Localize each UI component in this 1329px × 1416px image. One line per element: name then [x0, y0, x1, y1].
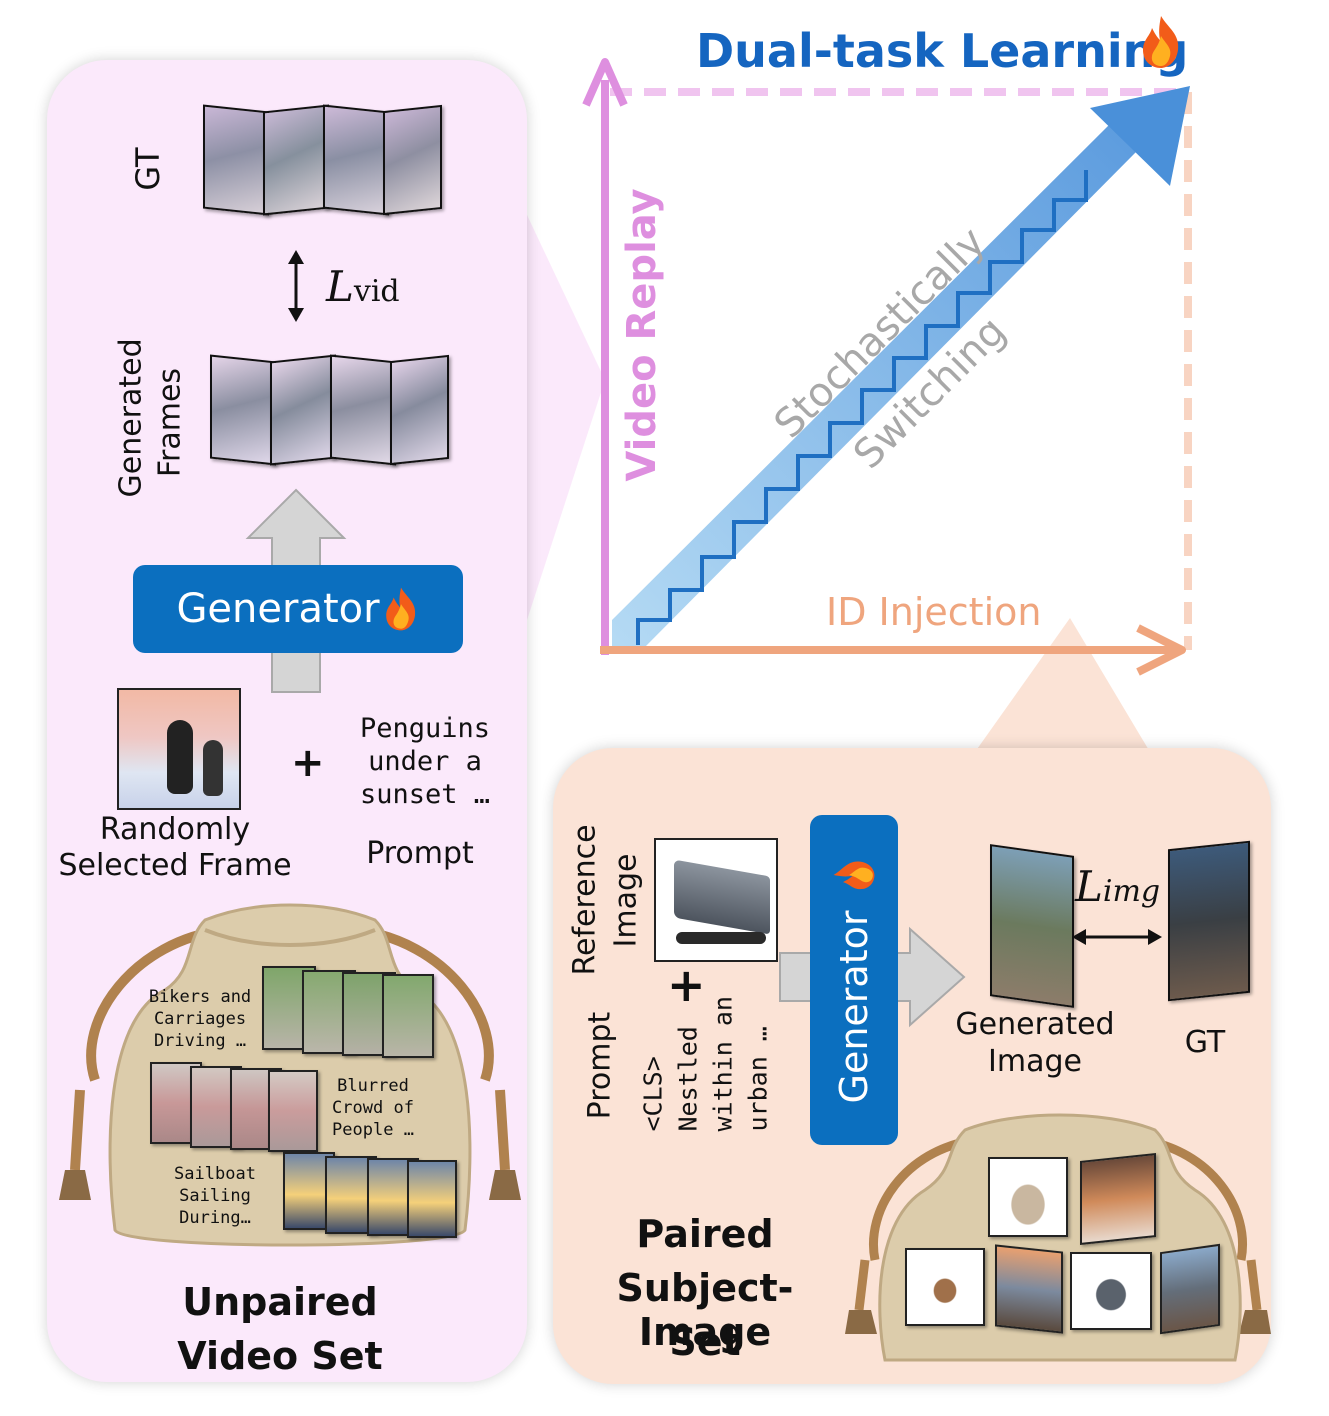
- generator-box-left: Generator: [133, 565, 463, 653]
- train-wheels: [676, 932, 766, 944]
- bag-caption-line: Crowd of: [332, 1098, 414, 1118]
- gt-frame-2: [263, 104, 329, 216]
- right-callout: [975, 618, 1150, 752]
- generated-frames-label-1: Generated: [113, 338, 149, 498]
- bag-caption-3: Sailboat Sailing During…: [160, 1163, 270, 1229]
- diag-arrow-body: [612, 122, 1138, 650]
- generator-label-left: Generator: [176, 586, 380, 632]
- reference-label-2: Image: [608, 853, 644, 948]
- staircase: [636, 170, 1088, 645]
- loss-vid: Lvid: [326, 262, 400, 311]
- bag-table-scene: [995, 1244, 1063, 1334]
- prompt-line: Penguins: [359, 713, 491, 744]
- y-axis-label: Video Replay: [619, 188, 665, 482]
- gen-frame-3: [330, 354, 396, 466]
- set-label-right-2: Subject-Image: [616, 1266, 794, 1354]
- gt-image-right: [1168, 840, 1250, 1002]
- bag-subject-pillow: [988, 1157, 1068, 1237]
- plus-right: +: [667, 958, 706, 1012]
- gt-frame-1: [203, 104, 269, 216]
- train-body: [674, 859, 770, 935]
- loss-img-symbol: L: [1075, 862, 1103, 911]
- loss-img-sub: img: [1102, 874, 1161, 909]
- gen-frame-2: [270, 354, 336, 466]
- generator-box-right: Generator: [810, 815, 898, 1145]
- prompt-caption-left: Prompt: [366, 836, 474, 871]
- generated-frames: [205, 350, 455, 480]
- set-label-right-3: Set: [669, 1320, 741, 1364]
- loss-vid-symbol: L: [326, 262, 354, 311]
- set-label-left-2: Video Set: [177, 1334, 383, 1378]
- prompt-line-right-4: urban …: [743, 1026, 773, 1132]
- prompt-line: sunset …: [359, 779, 491, 810]
- prompt-line-right-2: Nestled: [673, 1026, 703, 1132]
- left-callout: [527, 215, 605, 620]
- title: Dual-task Learning: [696, 24, 1189, 78]
- prompt-line-right-3: within an: [708, 996, 738, 1132]
- gt-frame-4: [383, 104, 442, 216]
- frame-caption-1: Randomly: [99, 812, 251, 847]
- reference-label-1: Reference: [567, 824, 603, 976]
- bag-video-bikers: [262, 966, 437, 1058]
- right-arrow-icon: [1136, 624, 1186, 676]
- fire-icon: [385, 587, 415, 631]
- bag-caption-line: During…: [179, 1208, 251, 1228]
- bag-subject-table: [905, 1248, 985, 1326]
- prompt-line-right-1: <CLS>: [638, 1056, 668, 1132]
- randomly-selected-frame-image: [117, 688, 241, 810]
- generated-image: [990, 844, 1074, 1008]
- loss-vid-sub: vid: [353, 274, 400, 309]
- fire-icon: [833, 861, 875, 890]
- penguin-shape-1: [167, 720, 193, 794]
- bag-caption-line: Sailboat: [174, 1164, 256, 1184]
- frame-caption-2: Selected Frame: [58, 848, 292, 883]
- diag-arrow-head: [1090, 86, 1190, 186]
- gt-label-left: GT: [129, 147, 167, 191]
- gen-frame-4: [390, 354, 449, 466]
- double-arrow-icon: [288, 250, 304, 322]
- bag-train-scene: [1160, 1243, 1220, 1335]
- bag-pillow-scene: [1080, 1153, 1156, 1245]
- penguin-shape-2: [203, 740, 223, 796]
- bag-caption-line: Driving …: [153, 1031, 247, 1051]
- bag-caption-1: Bikers and Carriages Driving …: [140, 986, 260, 1052]
- generated-label-2: Image: [988, 1044, 1082, 1079]
- bag-caption-line: Sailing: [179, 1186, 251, 1206]
- bag-caption-2: Blurred Crowd of People …: [318, 1075, 428, 1141]
- gt-label-right: GT: [1184, 1025, 1226, 1060]
- bag-video-sailboat: [283, 1152, 463, 1238]
- bag-caption-line: People …: [332, 1120, 414, 1140]
- prompt-line: under a: [368, 746, 482, 777]
- reference-image: [654, 838, 778, 962]
- plus-left: +: [291, 740, 325, 786]
- set-label-left-1: Unpaired: [182, 1280, 378, 1324]
- double-arrow-icon: [1072, 929, 1162, 945]
- gt-frames: [198, 100, 448, 230]
- gen-frame-1: [210, 354, 276, 466]
- generated-label-1: Generated: [955, 1007, 1115, 1042]
- bag-caption-line: Bikers and: [148, 987, 252, 1007]
- loss-img: Limg: [1075, 862, 1160, 911]
- set-label-right-1: Paired: [636, 1212, 774, 1256]
- gt-frame-3: [323, 104, 389, 216]
- fire-icon: [1143, 16, 1179, 68]
- generator-label-right: Generator: [832, 910, 876, 1104]
- bag-caption-line: Blurred: [337, 1076, 409, 1096]
- bag-caption-line: Carriages: [153, 1009, 247, 1029]
- bag-subject-train: [1070, 1252, 1152, 1330]
- generated-frames-label-2: Frames: [152, 367, 188, 478]
- prompt-label-right: Prompt: [582, 1011, 618, 1120]
- bag-video-crowd: [150, 1062, 320, 1152]
- prompt-text-left: Penguins under a sunset …: [350, 712, 500, 811]
- up-arrow-icon: [582, 58, 628, 107]
- x-axis-label: ID Injection: [826, 590, 1042, 634]
